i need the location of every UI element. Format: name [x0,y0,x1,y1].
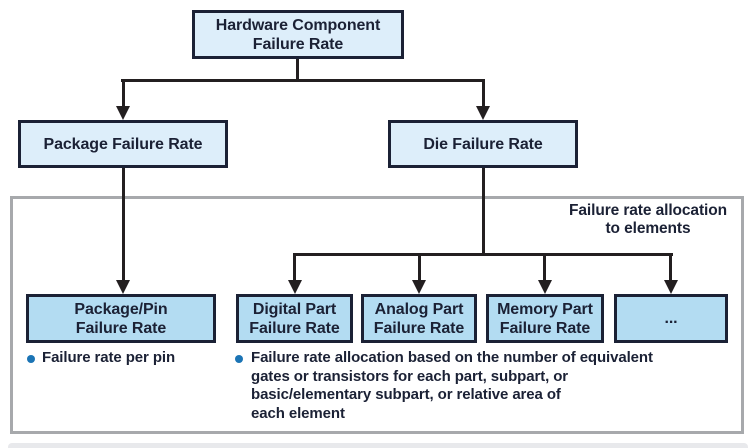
bullet-allocation-description: Failure rate allocation based on the num… [251,349,653,422]
connector-die-stem [482,166,485,256]
arrowhead-package [116,106,130,120]
arrowhead-more [664,280,678,294]
bottom-edge-strip [8,443,748,448]
connector-root-stem [296,58,299,82]
arrowhead-digital [288,280,302,294]
node-die-failure-rate: Die Failure Rate [388,120,578,168]
node-label: ... [664,310,678,327]
bullet-dot [27,355,35,363]
arrowhead-analog [412,280,426,294]
node-label: Package Failure Rate [43,135,203,153]
node-package-failure-rate: Package Failure Rate [18,120,228,168]
connector-more-drop [669,253,672,281]
node-label: Die Failure Rate [423,135,543,153]
arrowhead-memory [538,280,552,294]
connector-digital-drop [293,253,296,281]
arrowhead-package-pin [116,280,130,294]
connector-die-drop [482,79,485,108]
arrowhead-die [476,106,490,120]
connector-level2-branch [121,79,484,82]
connector-elements-branch [293,253,673,256]
bullet-dot [235,355,243,363]
node-more-elements: ... [614,294,728,343]
connector-memory-drop [543,253,546,281]
bullet-failure-rate-per-pin: Failure rate per pin [42,349,176,366]
connector-analog-drop [418,253,421,281]
connector-package-pin-drop [122,166,125,280]
connector-package-drop [122,79,125,108]
